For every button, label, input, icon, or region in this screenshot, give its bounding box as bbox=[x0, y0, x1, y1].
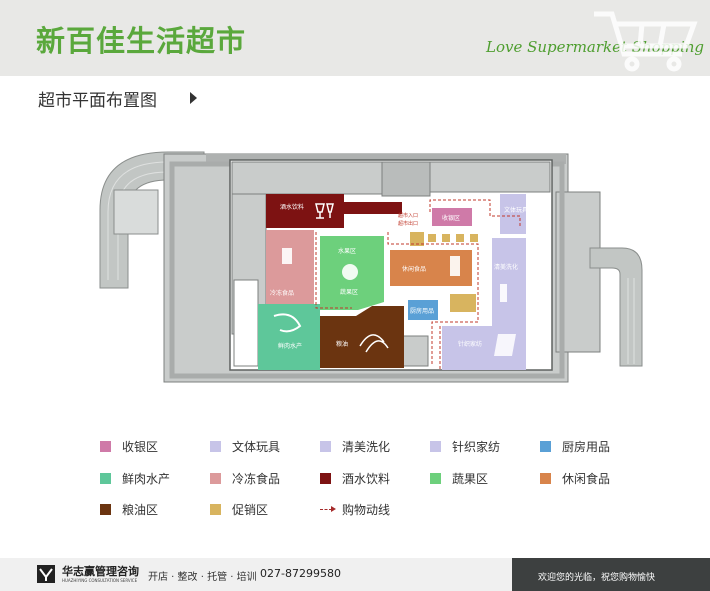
right-ramp bbox=[589, 247, 643, 367]
label-snacks: 休闲食品 bbox=[402, 265, 426, 273]
service-list: 开店 · 整改 · 托管 · 培训 bbox=[148, 572, 257, 583]
label-fruit: 水果区 bbox=[338, 247, 356, 255]
towel-icon bbox=[494, 334, 516, 356]
welcome-message: 欢迎您的光临，祝您购物愉快 bbox=[538, 573, 656, 583]
label-grain: 粮油 bbox=[336, 340, 348, 348]
company-logo-icon bbox=[37, 565, 55, 583]
company-name-en: HUAZHIYING CONSULTATION SERVICE bbox=[62, 578, 138, 583]
store-title: 新百佳生活超市 bbox=[36, 24, 247, 58]
header-banner: 新百佳生活超市 Love Supermarket Shopping bbox=[0, 0, 710, 76]
milk-box-icon bbox=[282, 248, 292, 264]
detergent-bottle-icon bbox=[500, 284, 507, 302]
phone-number: 027-87299580 bbox=[260, 567, 341, 580]
chocolate-icon bbox=[450, 256, 460, 276]
shopping-cart-icon bbox=[594, 11, 698, 72]
dashed-arrow-icon bbox=[320, 509, 332, 510]
wheat-icon bbox=[359, 334, 389, 353]
plan-title: 超市平面布置图 bbox=[38, 91, 157, 111]
label-entry: 超市入口 bbox=[398, 212, 418, 219]
label-kitchen: 厨房用品 bbox=[410, 307, 434, 315]
shrimp-icon bbox=[273, 313, 302, 333]
footer-welcome-bar: 欢迎您的光临，祝您购物愉快 bbox=[512, 558, 710, 591]
label-veg: 蔬果区 bbox=[340, 288, 358, 296]
shopping-route bbox=[315, 199, 521, 370]
label-frozen: 冷冻食品 bbox=[270, 289, 294, 297]
arrow-right-icon bbox=[190, 92, 197, 104]
label-textile: 针织家纺 bbox=[458, 340, 482, 348]
label-cleaning: 清美洗化 bbox=[494, 263, 518, 271]
broccoli-icon bbox=[342, 264, 358, 280]
label-fresh: 鲜肉水产 bbox=[278, 342, 302, 350]
label-exit: 超市出口 bbox=[398, 220, 418, 227]
footer: 华志赢管理咨询 HUAZHIYING CONSULTATION SERVICE … bbox=[0, 558, 512, 591]
floor-plan: 酒水饮料 冷冻食品 水果区 蔬果区 鲜肉水产 粮油 休闲食品 收银区 文体玩具 … bbox=[99, 151, 643, 383]
label-liquor: 酒水饮料 bbox=[280, 203, 304, 211]
wine-glass-icon bbox=[315, 203, 334, 219]
company-name: 华志赢管理咨询 bbox=[62, 565, 139, 578]
label-stationery: 文体玩具 bbox=[504, 206, 528, 214]
label-checkout: 收银区 bbox=[442, 214, 460, 222]
